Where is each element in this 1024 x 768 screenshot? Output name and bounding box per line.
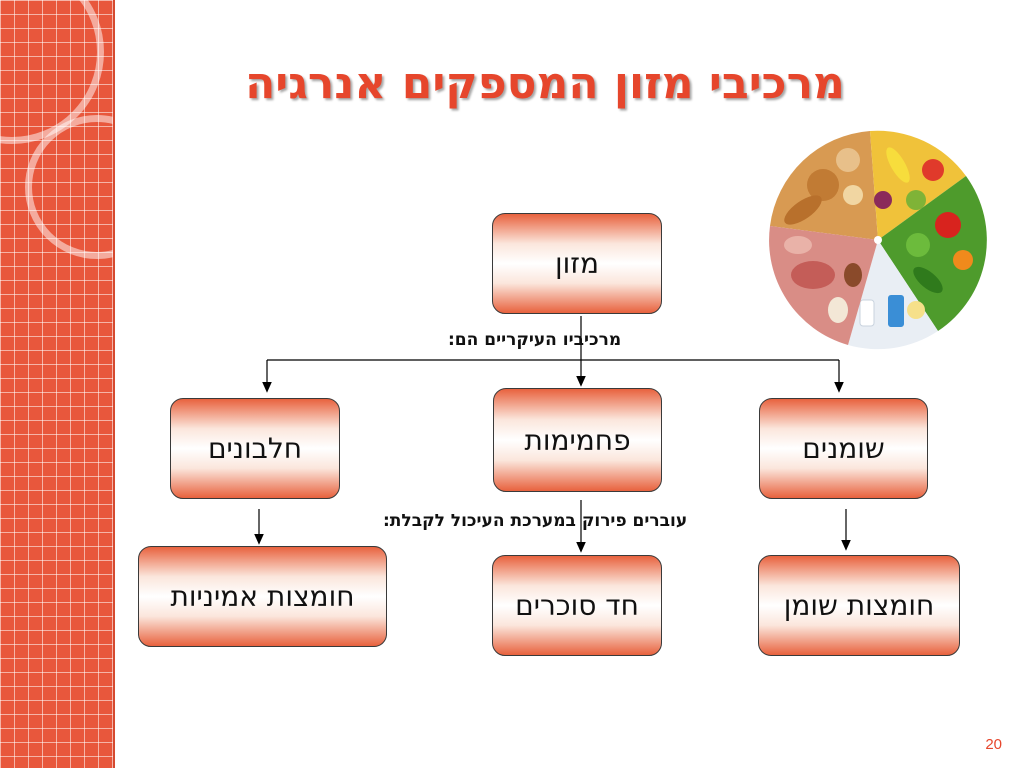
node-proteins: חלבונים bbox=[170, 398, 340, 499]
food-groups-plate-image bbox=[769, 130, 987, 350]
node-carbohydrates: פחמימות bbox=[493, 388, 662, 492]
node-amino-acids: חומצות אמיניות bbox=[138, 546, 387, 647]
node-fats: שומנים bbox=[759, 398, 928, 499]
side-strip-edge bbox=[113, 0, 115, 768]
caption-digestion: עוברים פירוק במערכת העיכול לקבלת: bbox=[383, 511, 688, 531]
node-simple-sugars: חד סוכרים bbox=[492, 555, 662, 656]
decorative-side-strip bbox=[0, 0, 113, 768]
caption-main-components: מרכיביו העיקריים הם: bbox=[448, 330, 622, 350]
node-food: מזון bbox=[492, 213, 662, 314]
node-fatty-acids: חומצות שומן bbox=[758, 555, 960, 656]
page-number: 20 bbox=[985, 736, 1002, 753]
slide-title: מרכיבי מזון המספקים אנרגיה bbox=[245, 58, 845, 109]
plate-section-vegetables bbox=[878, 176, 987, 331]
